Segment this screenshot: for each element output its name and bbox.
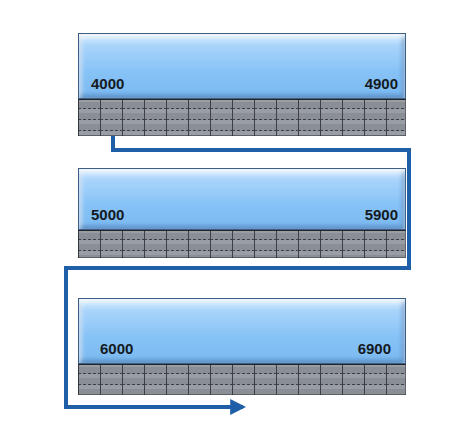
rack-top-face	[78, 33, 406, 99]
storage-rack: 5000 5900	[78, 168, 406, 258]
range-number: 4900	[365, 76, 398, 91]
rack-front-grid	[78, 97, 406, 136]
rack-front-grid	[78, 362, 406, 395]
storage-rack: 4000 4900	[78, 33, 406, 136]
range-number: 5900	[365, 207, 398, 222]
rack-top-face	[78, 168, 406, 230]
rack-front-grid	[78, 228, 406, 258]
storage-rack: 6000 6900	[78, 298, 406, 395]
range-number: 4000	[91, 76, 124, 91]
pick-path-arrow	[113, 136, 409, 168]
range-number: 5000	[91, 207, 124, 222]
range-number: 6900	[358, 341, 391, 356]
pick-path-arrow	[66, 168, 409, 407]
range-number: 6000	[100, 341, 133, 356]
